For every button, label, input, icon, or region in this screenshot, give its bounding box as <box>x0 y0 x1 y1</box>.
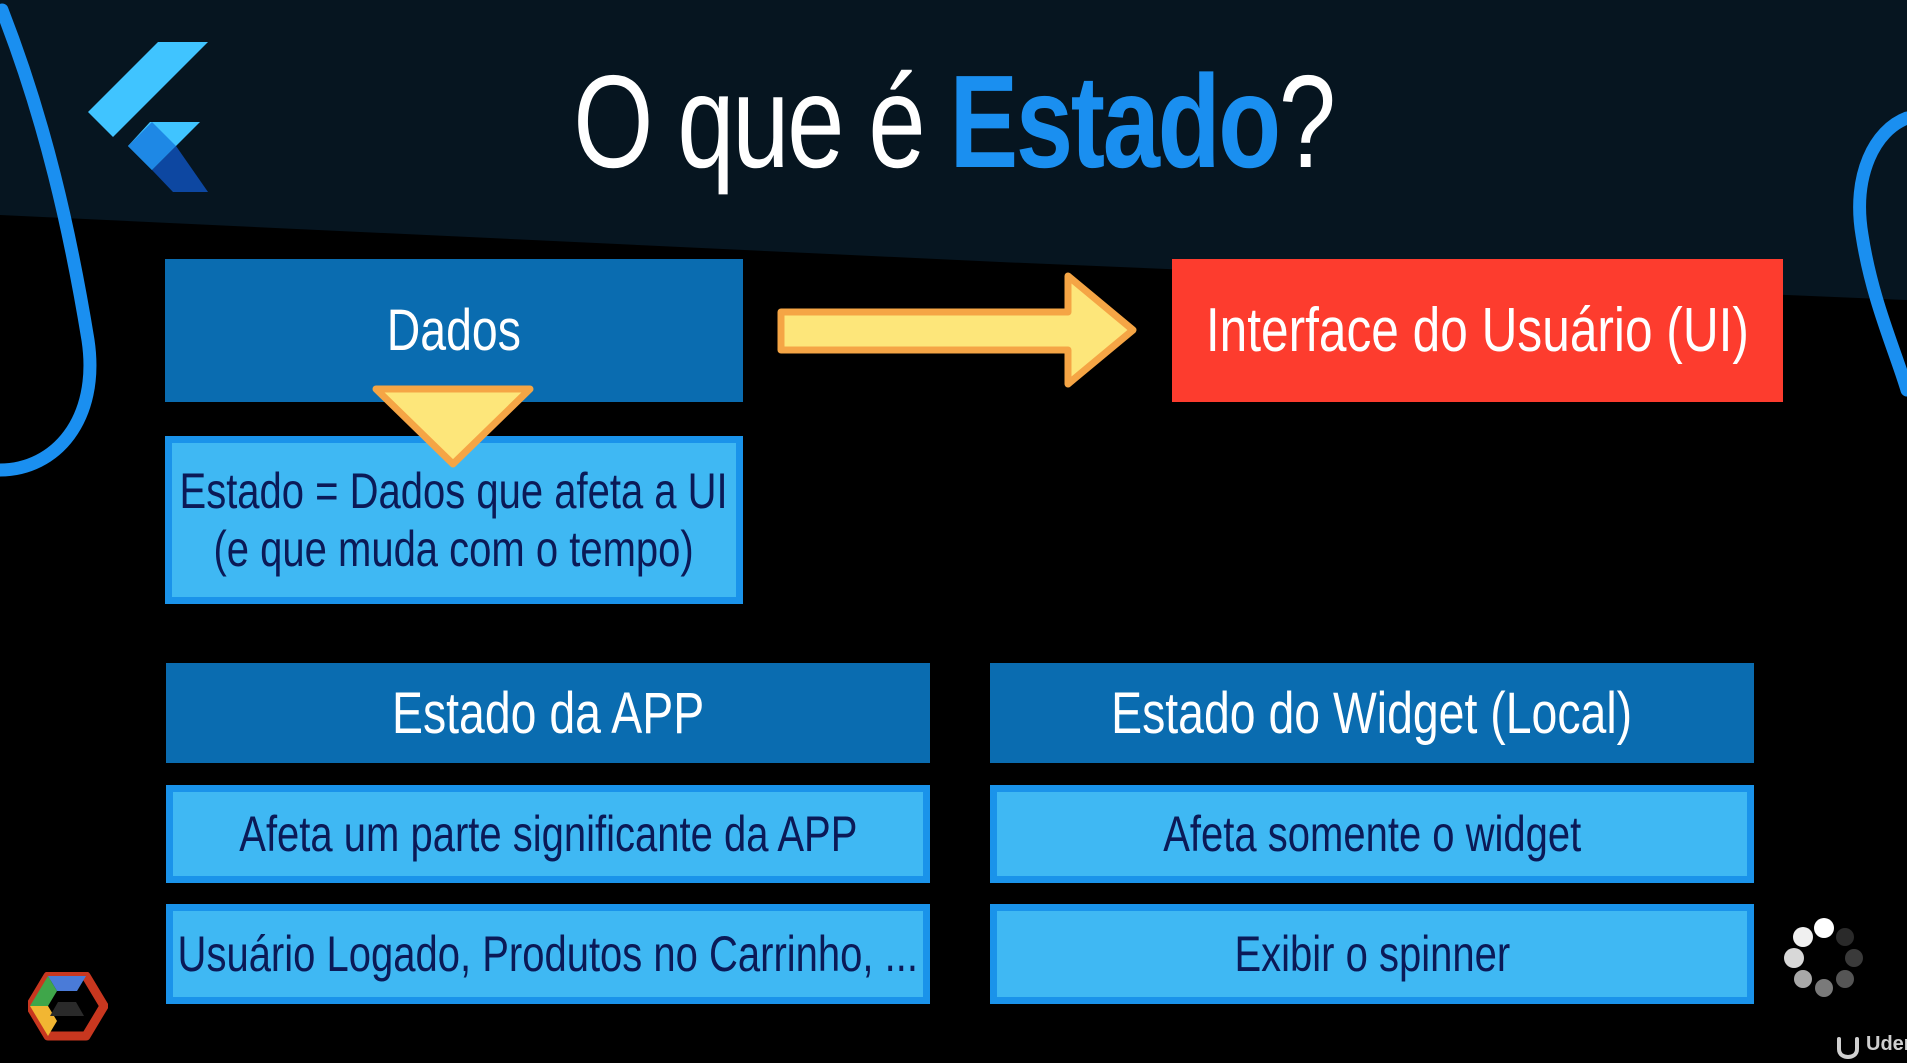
data-box-label: Dados <box>386 298 522 363</box>
widget-state-item-spinner-label: Exibir o spinner <box>1234 926 1510 982</box>
ui-box-label: Interface do Usuário (UI) <box>1205 296 1750 365</box>
state-definition-line1: Estado = Dados que afeta a UI <box>179 463 729 519</box>
state-definition-box: Estado = Dados que afeta a UI (e que mud… <box>165 436 743 604</box>
widget-state-item-only-widget-label: Afeta somente o widget <box>1162 806 1582 862</box>
app-state-item-significant: Afeta um parte significante da APP <box>166 785 930 883</box>
course-logo-icon <box>28 972 108 1041</box>
widget-state-header: Estado do Widget (Local) <box>990 663 1754 763</box>
title-banner <box>0 0 1907 300</box>
left-curve-decoration <box>0 3 97 477</box>
state-definition-text: Estado = Dados que afeta a UI (e que mud… <box>180 462 728 578</box>
widget-state-item-only-widget: Afeta somente o widget <box>990 785 1754 883</box>
widget-state-item-spinner: Exibir o spinner <box>990 904 1754 1004</box>
app-state-header: Estado da APP <box>166 663 930 763</box>
app-state-item-examples: Usuário Logado, Produtos no Carrinho, ..… <box>166 904 930 1004</box>
flutter-logo-icon <box>88 42 208 192</box>
slide-title: O que é Estado? <box>210 42 1697 202</box>
widget-state-header-label: Estado do Widget (Local) <box>1111 680 1633 746</box>
udemy-logo-icon <box>1837 1037 1859 1059</box>
app-state-header-label: Estado da APP <box>391 680 705 746</box>
right-curve-decoration <box>1853 111 1907 397</box>
data-box: Dados <box>165 259 743 402</box>
udemy-watermark-text: Udemy <box>1866 1033 1907 1055</box>
loading-spinner-icon <box>1784 918 1863 997</box>
title-suffix: ? <box>1278 48 1336 195</box>
title-prefix: O que é <box>573 48 950 195</box>
app-state-item-examples-label: Usuário Logado, Produtos no Carrinho, ..… <box>177 926 919 982</box>
title-accent: Estado <box>949 48 1282 195</box>
app-state-item-significant-label: Afeta um parte significante da APP <box>238 806 858 862</box>
state-definition-line2: (e que muda com o tempo) <box>213 521 695 577</box>
ui-box: Interface do Usuário (UI) <box>1172 259 1783 402</box>
